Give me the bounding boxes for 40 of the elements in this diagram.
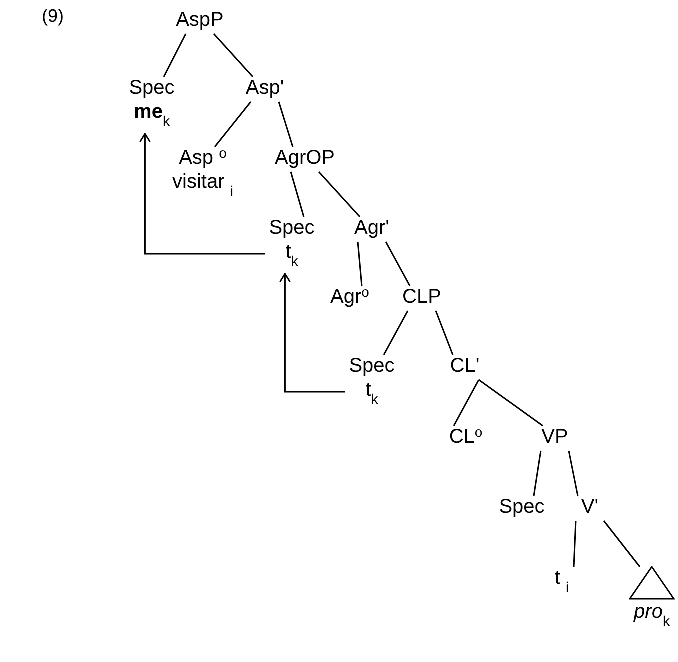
tree-branch bbox=[163, 34, 187, 78]
tree-branch bbox=[603, 520, 641, 568]
node-label: AspP bbox=[176, 8, 224, 32]
node-label: Asp' bbox=[246, 76, 284, 100]
node-label: V' bbox=[581, 495, 599, 519]
node-label: Agr$^{o}$ bbox=[330, 285, 370, 309]
movement-arrow bbox=[279, 273, 346, 393]
node-label: CLP bbox=[402, 285, 442, 309]
node-label: AgrOP bbox=[274, 146, 336, 170]
tree-branch bbox=[290, 172, 305, 218]
node-label: t $_{i}$ bbox=[554, 566, 570, 590]
node-label: CL$^{o}$ bbox=[449, 425, 483, 449]
node-label: me$_{k}$ bbox=[134, 100, 170, 124]
node-label: Agr' bbox=[354, 216, 390, 240]
tree-branch bbox=[573, 520, 577, 568]
tree-branch bbox=[453, 380, 480, 426]
node-label: Asp $^{o}$ bbox=[179, 146, 227, 170]
node-label: Spec bbox=[349, 354, 395, 378]
node-label: pro$_{k}$ bbox=[634, 600, 670, 624]
tree-branch bbox=[278, 102, 294, 148]
node-label: Spec bbox=[269, 216, 315, 240]
node-label: CL' bbox=[450, 354, 480, 378]
node-label: VP bbox=[542, 425, 568, 449]
tree-branch bbox=[435, 310, 454, 356]
example-number: (9) bbox=[42, 6, 64, 27]
node-label: Spec bbox=[499, 495, 545, 519]
tree-branch bbox=[533, 450, 542, 496]
movement-arrow bbox=[139, 133, 266, 255]
tree-branch bbox=[385, 242, 411, 286]
node-label: t$_{k}$ bbox=[366, 378, 378, 402]
tree-branch bbox=[214, 102, 252, 148]
node-label: t$_{k}$ bbox=[286, 240, 298, 264]
node-label: Spec bbox=[129, 76, 175, 100]
tree-branch bbox=[478, 379, 544, 427]
tree-branch bbox=[383, 310, 409, 356]
node-label: visitar $_{i}$ bbox=[172, 170, 234, 194]
tree-branch bbox=[357, 242, 363, 286]
tree-branch bbox=[568, 450, 579, 496]
tree-branch bbox=[318, 172, 361, 218]
tree-branch bbox=[213, 34, 254, 78]
